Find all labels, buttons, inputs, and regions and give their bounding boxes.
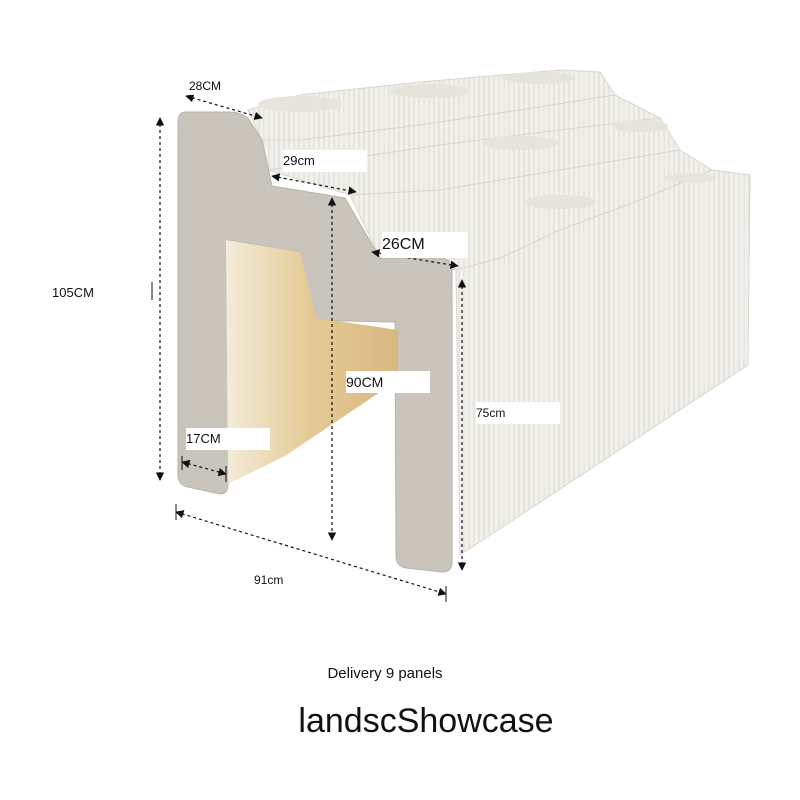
delivery-note: Delivery 9 panels — [327, 665, 443, 682]
dim-line-28 — [185, 94, 263, 120]
dim-label-base-width: 17CM — [186, 428, 270, 450]
dim-label-bottom-step-depth: 26CM — [382, 232, 468, 258]
dim-label-middle-step-depth: 29cm — [283, 150, 367, 172]
dim-label-inner-height: 90CM — [346, 371, 430, 393]
dim-line-29 — [271, 173, 357, 195]
dimension-lines — [151, 94, 467, 602]
dim-label-top-step-depth: 28CM — [189, 78, 247, 95]
dim-line-17 — [181, 459, 227, 477]
dim-label-front-height: 75cm — [476, 402, 560, 424]
dim-label-total-length: 91cm — [254, 573, 284, 587]
step-top-recesses — [258, 72, 716, 209]
product-title: landscShowcase — [298, 702, 554, 740]
dim-line-91 — [175, 510, 447, 596]
interior-opening — [226, 240, 398, 484]
dim-label-total-height: 105CM — [52, 285, 94, 300]
